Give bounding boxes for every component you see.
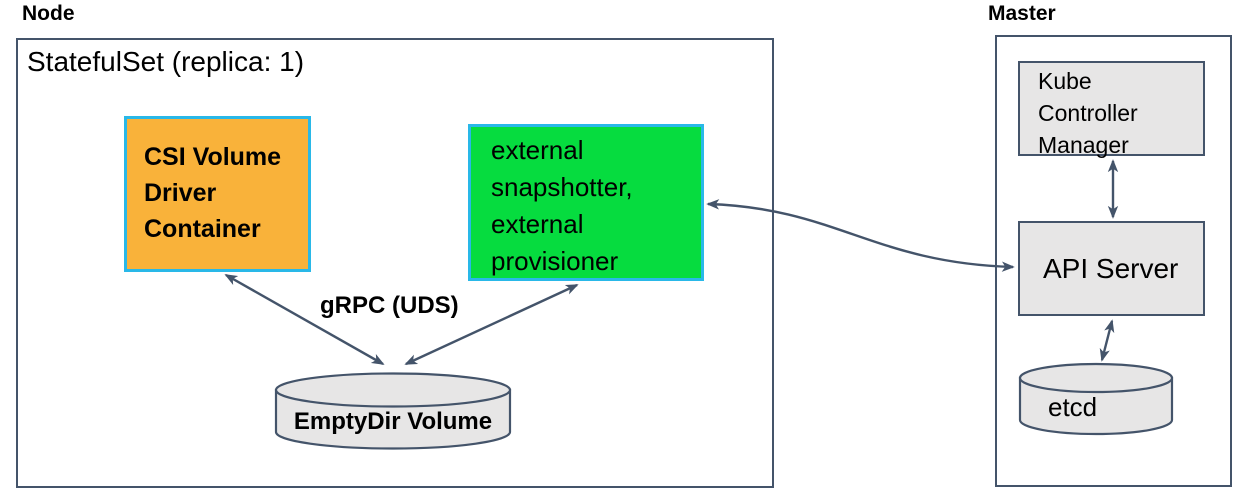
emptydir-volume-cylinder-label: EmptyDir Volume <box>293 408 493 435</box>
csi-box-text-line: CSI Volume <box>144 143 282 171</box>
master-section-label: Master <box>988 2 1056 25</box>
node-section-label: Node <box>22 2 75 25</box>
sidecar-box-text-line: snapshotter, <box>491 172 633 202</box>
sidecar-box-text-line: external <box>491 209 584 239</box>
api-server-label: API Server <box>1043 252 1179 284</box>
sidecar-box-text-line: provisioner <box>491 246 619 276</box>
csi-volume-driver-container-box: CSI Volume Driver Container <box>124 116 311 272</box>
api-server-box: API Server <box>1018 221 1205 316</box>
kcm-box-text-line: Manager <box>1038 132 1129 158</box>
kcm-box-text-line: Controller <box>1038 100 1138 126</box>
statefulset-title: StatefulSet (replica: 1) <box>27 46 305 77</box>
csi-box-text-line: Container <box>144 215 261 243</box>
kcm-box-text-line: Kube <box>1038 68 1092 94</box>
etcd-cylinder-label: etcd <box>1048 392 1098 422</box>
kube-controller-manager-box: Kube Controller Manager <box>1018 61 1205 158</box>
csi-box-text-line: Driver <box>144 179 217 207</box>
grpc-uds-connector-label: gRPC (UDS) <box>320 292 459 319</box>
sidecar-box-text-line: external <box>491 135 584 165</box>
external-snapshotter-provisioner-box: external snapshotter, external provision… <box>468 124 704 281</box>
